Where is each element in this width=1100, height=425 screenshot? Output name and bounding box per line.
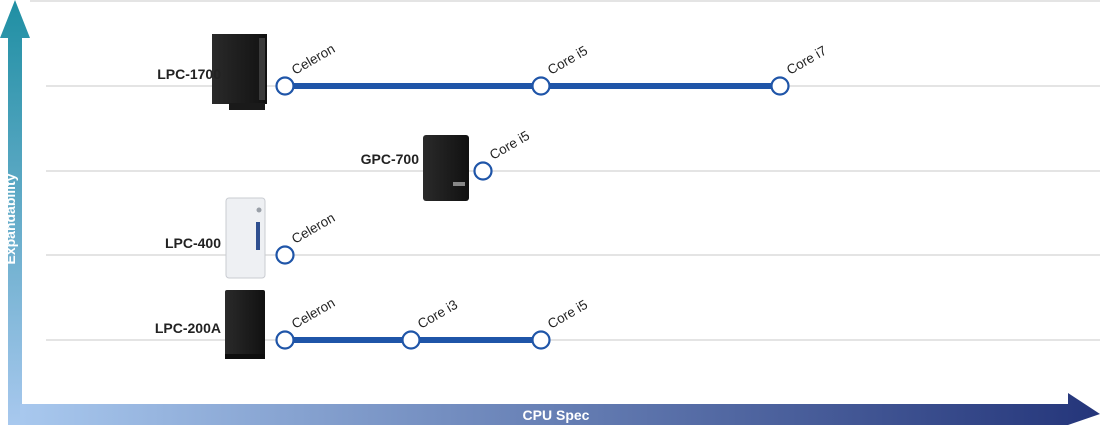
series-lpc-1700: LPC-1700 Celeron Core i5 Core i7 bbox=[46, 34, 1100, 110]
cpu-point bbox=[401, 330, 421, 350]
cpu-point bbox=[531, 76, 551, 96]
cpu-point-label: Core i5 bbox=[545, 297, 590, 332]
product-label: LPC-1700 bbox=[157, 66, 221, 82]
slim-pc-ports bbox=[256, 222, 260, 250]
x-axis-label: CPU Spec bbox=[523, 407, 590, 423]
cpu-point bbox=[275, 76, 295, 96]
slim-white-pc-icon bbox=[225, 197, 266, 279]
tower-pc-bay bbox=[259, 38, 265, 100]
cube-pc-icon bbox=[423, 135, 469, 201]
cpu-point bbox=[473, 161, 493, 181]
cpu-point-label: Celeron bbox=[289, 295, 337, 332]
cpu-point-label: Core i3 bbox=[415, 297, 460, 332]
compact-black-pc-icon bbox=[225, 290, 265, 359]
tower-pc-icon bbox=[212, 34, 267, 110]
x-axis: CPU Spec bbox=[20, 393, 1100, 425]
y-axis: Expandability bbox=[0, 0, 30, 425]
series-gpc-700: GPC-700 Core i5 bbox=[46, 128, 1100, 201]
cpu-point bbox=[770, 76, 790, 96]
cpu-point-label: Core i7 bbox=[784, 43, 829, 78]
slim-pc-body bbox=[225, 197, 266, 279]
slim-pc-button bbox=[256, 207, 262, 213]
tower-pc-body bbox=[212, 34, 267, 104]
product-label: GPC-700 bbox=[361, 151, 420, 167]
product-label: LPC-400 bbox=[165, 235, 221, 251]
series-lpc-200a: LPC-200A Celeron Core i3 Core i5 bbox=[46, 290, 1100, 359]
cube-pc-badge bbox=[453, 182, 465, 186]
cpu-point-label: Celeron bbox=[289, 210, 337, 247]
cube-pc-body bbox=[423, 135, 469, 201]
compact-pc-body bbox=[225, 290, 265, 356]
cpu-point-label: Core i5 bbox=[487, 128, 532, 163]
x-axis-arrow bbox=[20, 393, 1100, 425]
cpu-point bbox=[275, 330, 295, 350]
cpu-point-label: Celeron bbox=[289, 41, 337, 78]
y-axis-arrow bbox=[0, 0, 30, 425]
y-axis-label: Expandability bbox=[2, 173, 18, 264]
series-lpc-400: LPC-400 Celeron bbox=[46, 197, 1100, 279]
tower-pc-stand bbox=[229, 103, 265, 110]
cpu-point bbox=[275, 245, 295, 265]
cpu-point-label: Core i5 bbox=[545, 43, 590, 78]
product-label: LPC-200A bbox=[155, 320, 221, 336]
compact-pc-feet bbox=[225, 354, 265, 359]
cpu-point bbox=[531, 330, 551, 350]
